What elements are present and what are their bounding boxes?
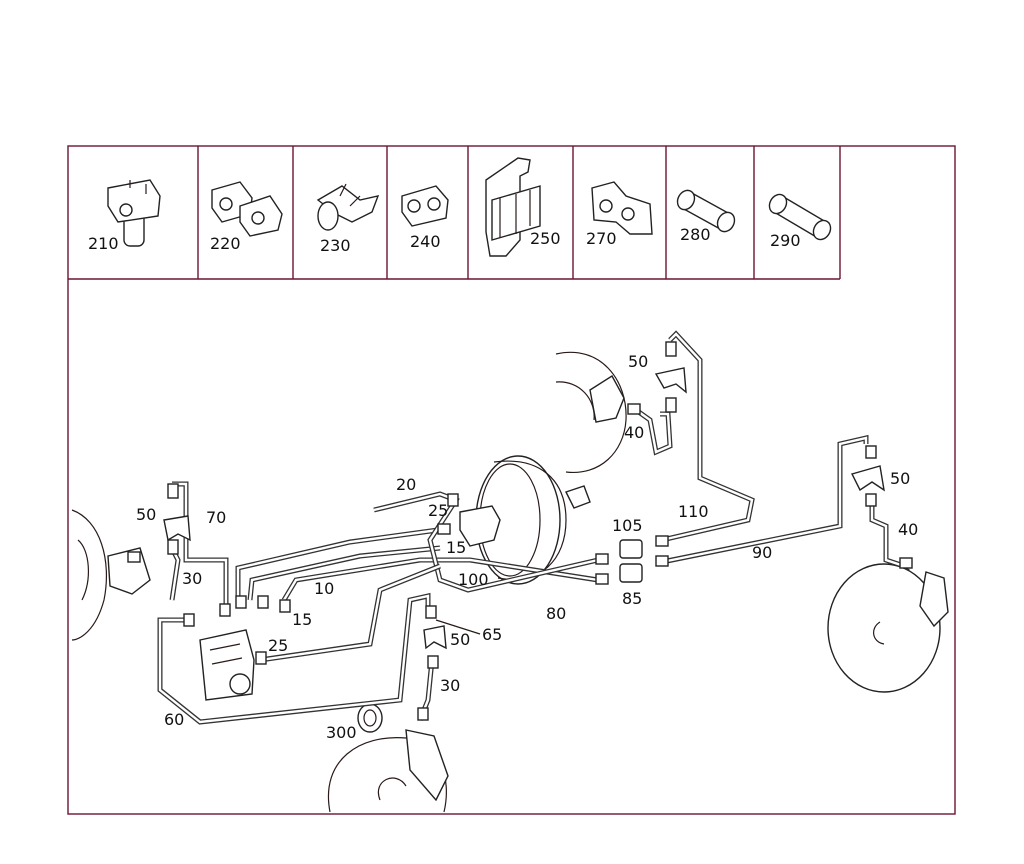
callout-20: 20 <box>396 475 416 494</box>
clip-250-drawing <box>485 157 541 257</box>
callout-30a: 30 <box>182 569 202 588</box>
callout-50c: 50 <box>136 505 156 524</box>
callout-15a: 15 <box>446 538 466 557</box>
callout-50d: 50 <box>450 630 470 649</box>
callout-105: 105 <box>612 516 643 535</box>
callout-25a: 25 <box>428 501 448 520</box>
callout-85: 85 <box>622 589 642 608</box>
clip-220-drawing <box>211 181 283 237</box>
leader-65 <box>435 619 481 635</box>
brackets <box>163 367 885 650</box>
callout-40b: 40 <box>898 520 918 539</box>
brake-disc-rear-right <box>827 563 949 693</box>
part-label-240: 240 <box>410 232 441 251</box>
callout-30b: 30 <box>440 676 460 695</box>
brake-disc-front-upper <box>555 351 627 474</box>
diagram-frame <box>67 145 956 815</box>
callout-40a: 40 <box>624 423 644 442</box>
sleeve-290-drawing <box>768 193 832 241</box>
parts-header-strip <box>68 146 841 280</box>
brake-disc-left <box>71 509 151 641</box>
sleeve-connectors <box>619 539 643 583</box>
part-label-230: 230 <box>320 236 351 255</box>
part-label-290: 290 <box>770 231 801 250</box>
callout-25b: 25 <box>268 636 288 655</box>
callout-70: 70 <box>206 508 226 527</box>
part-label-210: 210 <box>88 234 119 253</box>
callout-90: 90 <box>752 543 772 562</box>
clip-270-drawing <box>591 181 653 235</box>
sleeve-280-drawing <box>676 189 736 233</box>
callout-15b: 15 <box>292 610 312 629</box>
brake-disc-bottom <box>327 703 449 813</box>
part-label-270: 270 <box>586 229 617 248</box>
brake-pipes <box>157 330 911 725</box>
callout-80: 80 <box>546 604 566 623</box>
callout-10: 10 <box>314 579 334 598</box>
callout-50b: 50 <box>890 469 910 488</box>
part-label-250: 250 <box>530 229 561 248</box>
callout-100: 100 <box>458 570 489 589</box>
callout-50a: 50 <box>628 352 648 371</box>
callout-60: 60 <box>164 710 184 729</box>
hydraulic-unit <box>199 629 255 701</box>
pipe-fittings <box>127 341 913 721</box>
clip-230-drawing <box>316 183 380 231</box>
clip-210-drawing <box>107 179 161 247</box>
callout-110: 110 <box>678 502 709 521</box>
callout-65: 65 <box>482 625 502 644</box>
callout-300: 300 <box>326 723 357 742</box>
part-label-280: 280 <box>680 225 711 244</box>
clip-240-drawing <box>401 185 449 227</box>
part-label-220: 220 <box>210 234 241 253</box>
callout-labels: 10 15 15 20 25 25 30 30 40 40 50 50 50 5… <box>136 352 918 742</box>
